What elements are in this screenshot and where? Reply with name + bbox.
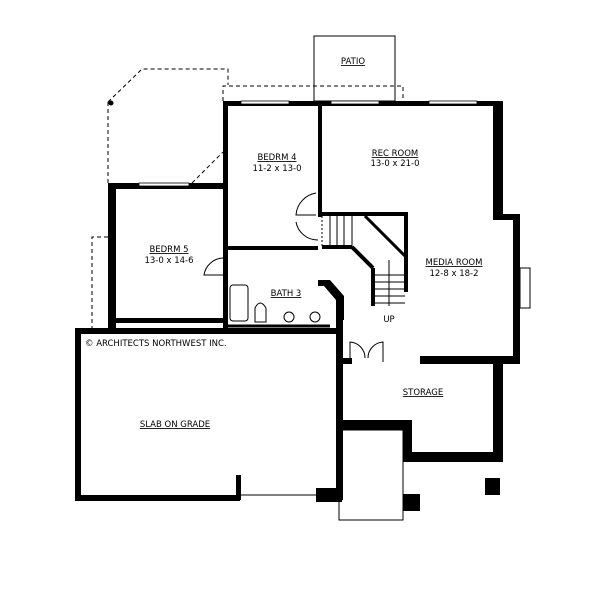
bath-fixtures xyxy=(228,284,330,328)
room-size-media-room: 12-8 x 18-2 xyxy=(429,269,478,279)
room-label-storage: STORAGE xyxy=(403,388,443,398)
room-size-bedrm5: 13-0 x 14-6 xyxy=(144,256,193,266)
room-size-rec-room: 13-0 x 21-0 xyxy=(370,159,419,169)
bay-window xyxy=(519,267,531,309)
dashed-outlines xyxy=(91,68,404,328)
room-label-bedrm4: BEDRM 4 xyxy=(257,153,296,163)
walls xyxy=(75,101,520,511)
room-label-media-room: MEDIA ROOM xyxy=(426,258,483,268)
stair-up-label: UP xyxy=(383,315,394,325)
doors xyxy=(203,192,384,362)
porch xyxy=(338,429,404,521)
room-label-patio: PATIO xyxy=(341,57,365,67)
room-label-bath3: BATH 3 xyxy=(271,289,302,299)
stairs xyxy=(321,214,407,306)
room-label-slab-on-grade: SLAB ON GRADE xyxy=(140,420,210,430)
copyright-notice: © ARCHITECTS NORTHWEST INC. xyxy=(85,339,227,349)
patio xyxy=(313,35,396,102)
room-size-bedrm4: 11-2 x 13-0 xyxy=(252,164,301,174)
windows xyxy=(138,100,478,496)
room-label-rec-room: REC ROOM xyxy=(372,149,419,159)
room-label-bedrm5: BEDRM 5 xyxy=(149,245,188,255)
